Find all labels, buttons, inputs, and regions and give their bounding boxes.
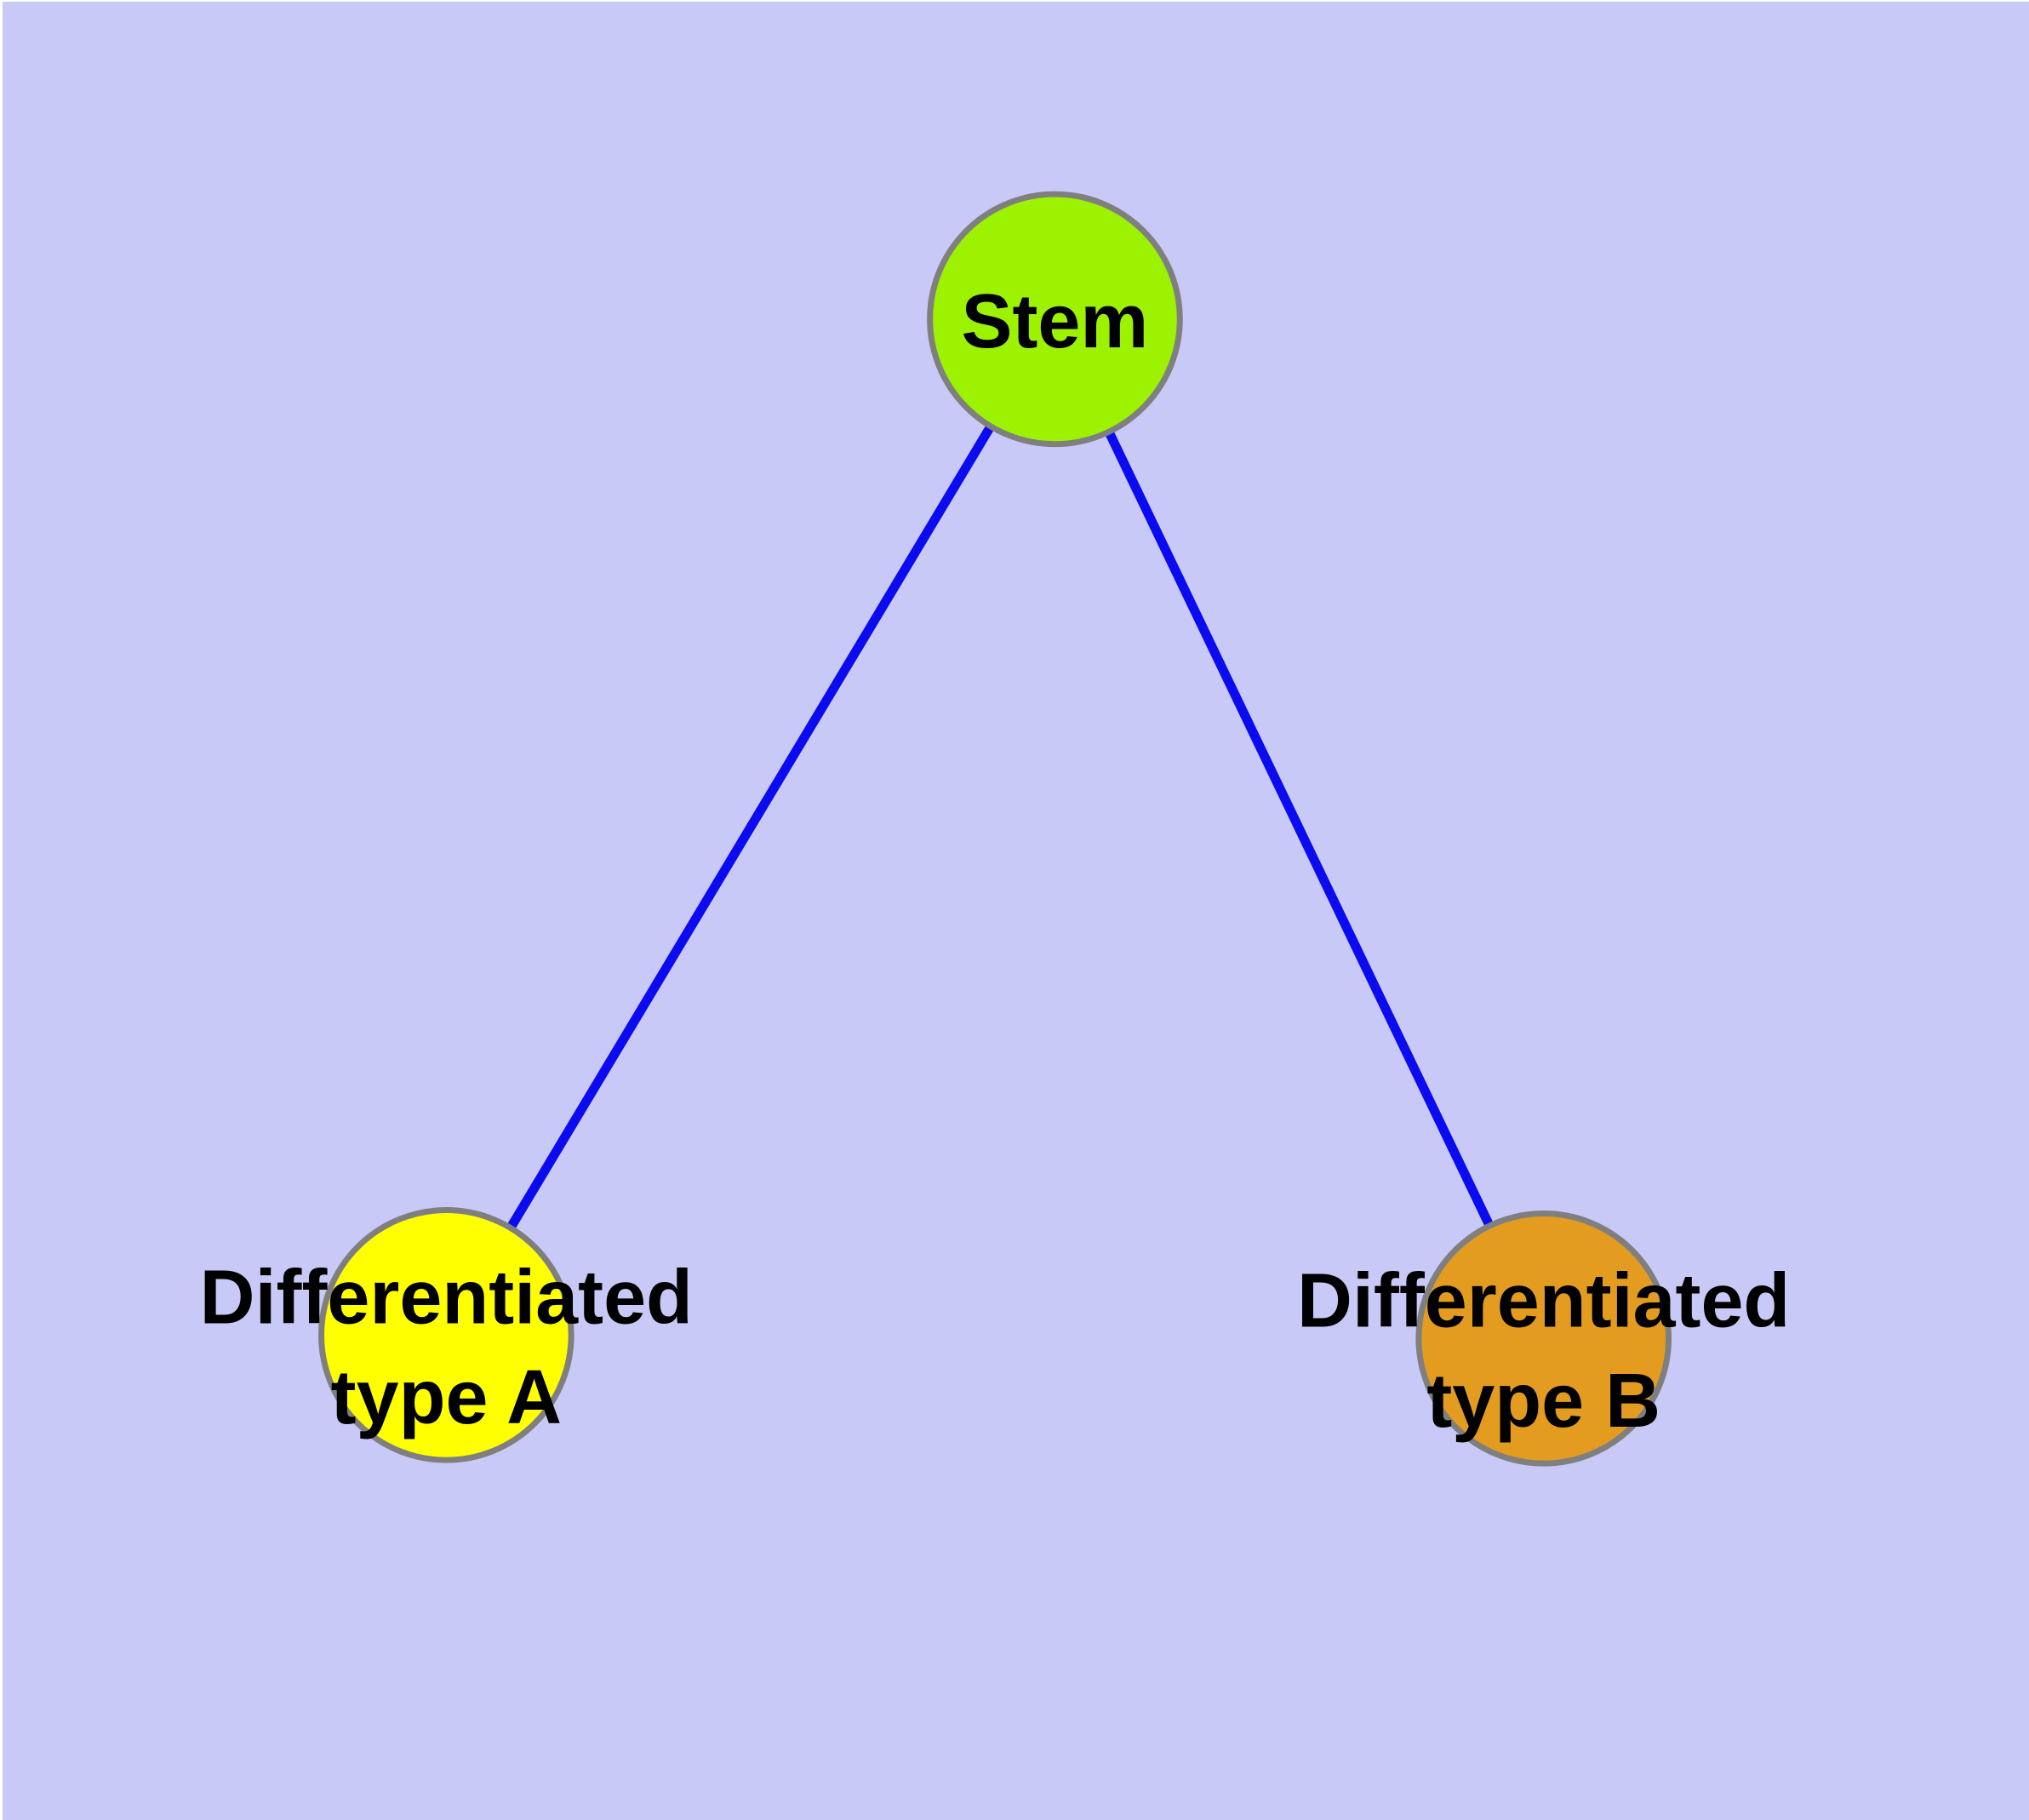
- node-stem-label-line1: Stem: [962, 279, 1149, 364]
- node-differentiated-type-a-label-line2: type A: [331, 1355, 562, 1440]
- node-differentiated-type-a-label-line1: Differentiated: [200, 1255, 693, 1340]
- edge-stem-to-differentiated-type-a: [442, 317, 1060, 1338]
- node-differentiated-type-b-label-line1: Differentiated: [1297, 1258, 1790, 1343]
- node-stem-circle: [927, 191, 1183, 448]
- node-differentiated-type-a-circle: [318, 1207, 574, 1463]
- node-differentiated-type-b-label-line2: type B: [1426, 1359, 1660, 1444]
- node-differentiated-type-b-circle: [1415, 1210, 1672, 1467]
- edge-stem-to-differentiated-type-b: [1050, 317, 1548, 1341]
